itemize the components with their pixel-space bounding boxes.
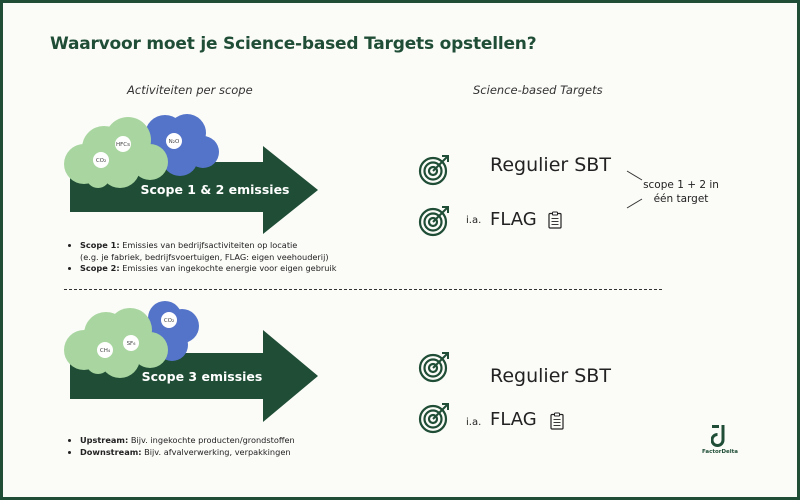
section-divider: [64, 289, 662, 290]
scope12-notes: Scope 1: Emissies van bedrijfsactiviteit…: [66, 240, 337, 275]
connector-line-top: [626, 170, 643, 181]
connector-line-bottom: [626, 198, 643, 209]
cloud-label-n2o: N₂O: [169, 139, 180, 145]
logo-text: FactorDelta: [701, 449, 739, 455]
right-column-heading: Science-based Targets: [473, 83, 603, 97]
scope3-notes: Upstream: Bijv. ingekochte producten/gro…: [66, 435, 295, 458]
target-icon: [418, 206, 449, 237]
combined-target-note: scope 1 + 2 in één target: [643, 179, 719, 205]
cloud-label-co2-b: CO₂: [164, 318, 174, 324]
target-icon: [418, 155, 449, 186]
factordelta-logo-icon: [711, 425, 725, 447]
clipboard-icon: [550, 412, 564, 430]
cloud-label-ch4: CH₄: [100, 348, 111, 354]
scope3-flag-sbt: FLAG: [490, 409, 537, 430]
note-scope1: Scope 1: Emissies van bedrijfsactiviteit…: [80, 240, 337, 263]
scope3-green-cloud: [64, 308, 168, 378]
clipboard-icon: [548, 211, 562, 229]
page-title: Waarvoor moet je Science-based Targets o…: [50, 34, 537, 54]
note-scope2: Scope 2: Emissies van ingekochte energie…: [80, 263, 337, 275]
cloud-label-sf6: SF₆: [127, 341, 137, 347]
left-column-heading: Activiteiten per scope: [127, 83, 253, 97]
scope12-arrow-label: Scope 1 & 2 emissies: [141, 182, 290, 197]
scope3-arrow-label: Scope 3 emissies: [142, 369, 263, 384]
scope12-regular-sbt: Regulier SBT: [490, 154, 611, 176]
scope12-flag-sbt: FLAG: [490, 209, 537, 230]
note-downstream: Downstream: Bijv. afvalverwerking, verpa…: [80, 447, 295, 459]
target-icon: [418, 403, 449, 434]
scope3-regular-sbt: Regulier SBT: [490, 365, 611, 387]
scope3-flag-prefix: i.a.: [466, 417, 482, 428]
target-icon: [418, 352, 449, 383]
cloud-label-hfcs: HFCs: [116, 142, 130, 148]
factordelta-logo: FactorDelta: [700, 424, 740, 455]
scope12-flag-prefix: i.a.: [466, 215, 482, 226]
cloud-label-co2: CO₂: [96, 158, 106, 164]
scope3-cloud-badges: CH₄ SF₆ CO₂: [97, 312, 177, 358]
scope12-cloud-badges: CO₂ HFCs N₂O: [93, 133, 182, 168]
note-upstream: Upstream: Bijv. ingekochte producten/gro…: [80, 435, 295, 447]
